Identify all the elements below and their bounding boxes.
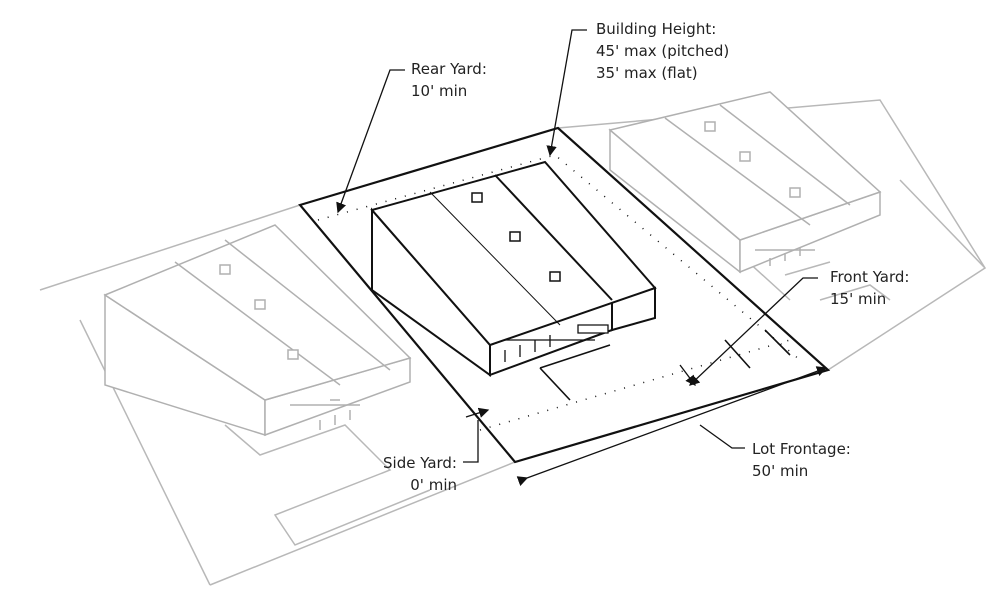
building-height-pitched: 45' max (pitched): [596, 42, 730, 60]
front-yard-title: Front Yard:: [830, 268, 910, 286]
leader-lines: [336, 29, 828, 487]
building-height-flat: 35' max (flat): [596, 64, 698, 82]
rear-yard-label: Rear Yard: 10' min: [411, 58, 487, 102]
rear-yard-title: Rear Yard:: [411, 60, 487, 78]
adjacent-building-left: [103, 224, 412, 437]
side-yard-label: Side Yard: 0' min: [375, 452, 457, 496]
subject-building: [370, 160, 657, 377]
lot-frontage-title: Lot Frontage:: [752, 440, 851, 458]
rear-yard-value: 10' min: [411, 82, 468, 100]
building-height-label: Building Height: 45' max (pitched) 35' m…: [596, 18, 729, 84]
building-height-title: Building Height:: [596, 20, 717, 38]
front-yard-value: 15' min: [830, 290, 887, 308]
lot-frontage-value: 50' min: [752, 462, 809, 480]
adjacent-building-right: [608, 91, 882, 274]
front-yard-label: Front Yard: 15' min: [830, 266, 909, 310]
side-yard-value: 0' min: [410, 476, 457, 494]
lot-frontage-label: Lot Frontage: 50' min: [752, 438, 851, 482]
side-yard-title: Side Yard:: [383, 454, 457, 472]
